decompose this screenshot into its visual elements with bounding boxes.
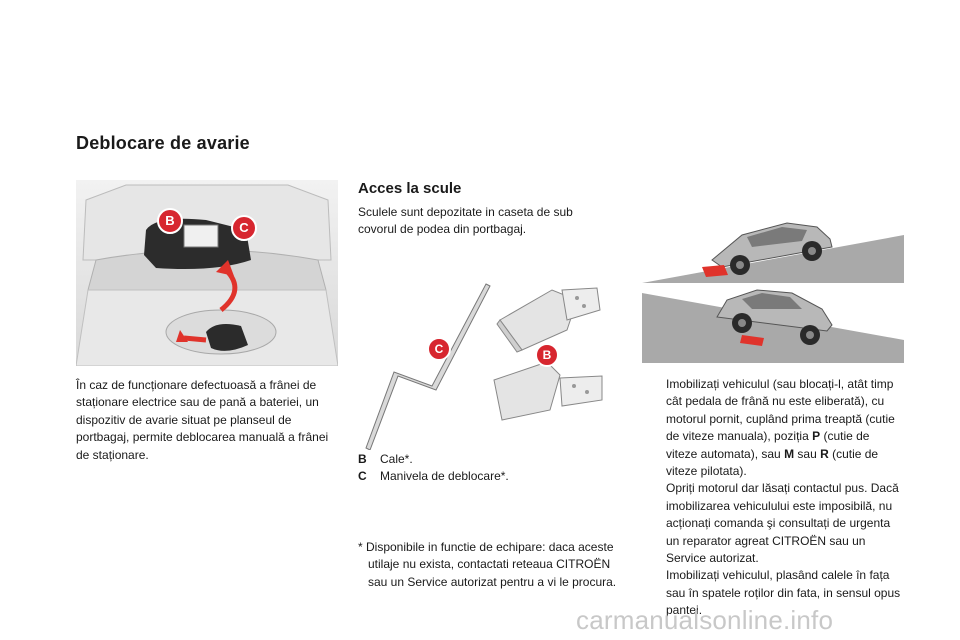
section-title: Acces la scule xyxy=(358,180,462,197)
step-bullet-icon xyxy=(642,376,666,480)
step-text: Imobilizați vehiculul, plasând calele în… xyxy=(666,568,901,618)
page-title: Deblocare de avarie xyxy=(76,133,250,153)
legend: B Cale*. C Manivela de deblocare*. xyxy=(358,451,509,486)
step-item: Imobilizați vehiculul (sau blocați-l, at… xyxy=(642,376,904,480)
step-text: Imobilizați vehiculul (sau blocați-l, at… xyxy=(666,377,895,479)
legend-item: B Cale*. xyxy=(358,451,509,468)
step-bullet-icon xyxy=(642,480,666,567)
legend-key: C xyxy=(358,469,367,484)
legend-item: C Manivela de deblocare*. xyxy=(358,468,509,485)
legend-text: Manivela de deblocare*. xyxy=(380,469,509,484)
intro-paragraph: În caz de funcționare defectuoasă a frân… xyxy=(76,378,329,462)
legend-text: Cale*. xyxy=(380,452,413,466)
slope-illustration xyxy=(642,222,904,363)
tools-callout-c: C xyxy=(427,337,451,361)
step-item: Imobilizați vehiculul, plasând calele în… xyxy=(642,567,904,619)
callout-b: B xyxy=(157,208,183,234)
step-item: Opriți motorul dar lăsați contactul pus.… xyxy=(642,480,904,567)
tools-illustration xyxy=(365,283,603,450)
trunk-illustration xyxy=(76,180,338,366)
section-text: Sculele sunt depozitate in caseta de sub… xyxy=(358,205,573,237)
step-text: Opriți motorul dar lăsați contactul pus.… xyxy=(666,481,899,566)
footnote: * Disponibile in functie de echipare: da… xyxy=(358,540,617,589)
car-downhill xyxy=(642,289,904,363)
wedge-bottom xyxy=(493,361,603,421)
trunk-photo: B C xyxy=(76,180,338,366)
callout-c: C xyxy=(231,215,257,241)
tools-callout-b: B xyxy=(535,343,559,367)
car-uphill xyxy=(642,222,904,283)
legend-key: B xyxy=(358,452,367,466)
instruction-steps: Imobilizați vehiculul (sau blocați-l, at… xyxy=(642,376,904,620)
wedge-top xyxy=(496,287,601,353)
watermark: carmanualsonline.info xyxy=(576,605,834,635)
